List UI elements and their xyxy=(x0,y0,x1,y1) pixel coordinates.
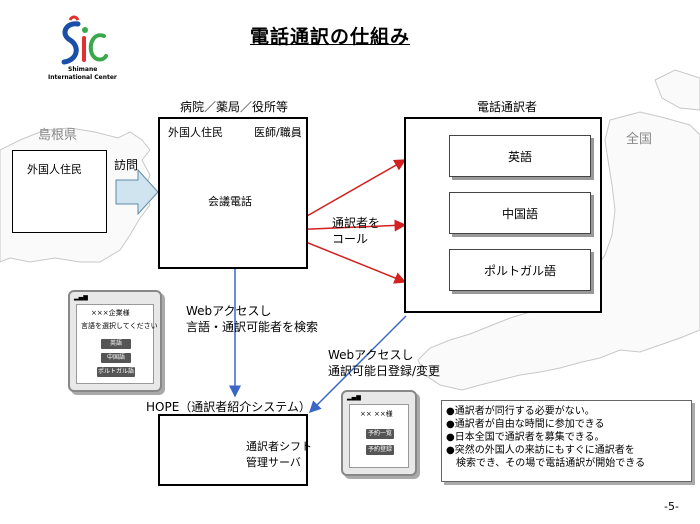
server-label-1: 通訳者シフト xyxy=(246,440,312,453)
benefit-item: ●通訳者が自由な時間に参加できる xyxy=(446,419,605,430)
language-english: 英語 xyxy=(449,135,591,177)
doctor-label: 医師/職員 xyxy=(254,126,302,139)
signal-icon-right: ▂▄▆ xyxy=(347,394,361,401)
signal-icon: ▂▄▆ xyxy=(74,294,88,301)
phone-left-btn-chinese[interactable]: 中国語 xyxy=(101,353,131,363)
phone-ui-left: ▂▄▆ ×××企業様 言語を選択してください 英語 中国語 ポルトガル語 xyxy=(68,290,162,392)
web1-line1: Webアクセスし xyxy=(186,304,272,318)
phone-left-prompt: 言語を選択してください xyxy=(81,322,158,330)
zenkoku-label: 全国 xyxy=(626,132,653,147)
call-label-1: 通訳者を xyxy=(332,216,381,230)
japan-map xyxy=(417,111,700,391)
logo-line2: International Center xyxy=(48,74,117,81)
web1-line2: 言語・通訳可能者を検索 xyxy=(186,320,319,334)
visit-arrow xyxy=(115,168,159,216)
phone-ui-right: ▂▄▆ ×× ××様 予約一覧 予約登録 xyxy=(341,390,417,476)
phone-right-btn-list[interactable]: 予約一覧 xyxy=(366,429,394,439)
sic-logo-icon xyxy=(61,15,108,65)
benefit-item: ●通訳者が同行する必要がない。 xyxy=(446,406,595,417)
phone-left-screen: ×××企業様 言語を選択してください 英語 中国語 ポルトガル語 xyxy=(76,304,158,384)
interpreters-label: 電話通訳者 xyxy=(477,100,538,114)
phone-left-btn-portuguese[interactable]: ポルトガル語 xyxy=(97,367,135,377)
phone-right-screen: ×× ××様 予約一覧 予約登録 xyxy=(349,404,409,468)
shimane-label: 島根県 xyxy=(38,128,78,143)
benefit-item: 検索でき、その場で電話通訳が開始できる xyxy=(446,458,646,469)
page-number: -5- xyxy=(664,500,679,513)
shimane-resident-box: 外国人住民 xyxy=(12,150,107,233)
phone-right-header: ×× ××様 xyxy=(360,410,393,418)
hope-label: HOPE（通訳者紹介システム） xyxy=(146,400,311,414)
facility-box: 外国人住民 医師/職員 会議電話 xyxy=(158,117,308,269)
logo-line1: Shimane xyxy=(68,66,98,73)
phone-left-btn-english[interactable]: 英語 xyxy=(101,339,131,349)
facility-label: 病院／薬局／役所等 xyxy=(180,100,289,114)
language-portuguese: ポルトガル語 xyxy=(449,249,591,291)
benefit-item: ●突然の外国人の来訪にもすぐに通訳者を xyxy=(446,445,635,456)
page-title: 電話通訳の仕組み xyxy=(250,26,411,48)
benefit-item: ●日本全国で通訳者を募集できる。 xyxy=(446,432,605,443)
phone-left-header: ×××企業様 xyxy=(91,309,130,317)
language-chinese: 中国語 xyxy=(449,192,591,234)
web2-line1: Webアクセスし xyxy=(328,348,414,362)
hope-box: 通訳者シフト 管理サーバ xyxy=(158,414,312,486)
call-label-2: コール xyxy=(332,232,369,246)
visit-label: 訪問 xyxy=(114,158,139,172)
resident-center-label: 外国人住民 xyxy=(168,126,223,139)
benefits-box: ●通訳者が同行する必要がない。 ●通訳者が自由な時間に参加できる ●日本全国で通… xyxy=(441,400,692,482)
web2-line2: 通訳可能日登録/変更 xyxy=(328,364,441,378)
resident-left-label: 外国人住民 xyxy=(27,163,82,176)
conference-call-label: 会議電話 xyxy=(208,195,252,208)
server-label-2: 管理サーバ xyxy=(246,456,301,469)
phone-right-btn-register[interactable]: 予約登録 xyxy=(366,445,394,455)
